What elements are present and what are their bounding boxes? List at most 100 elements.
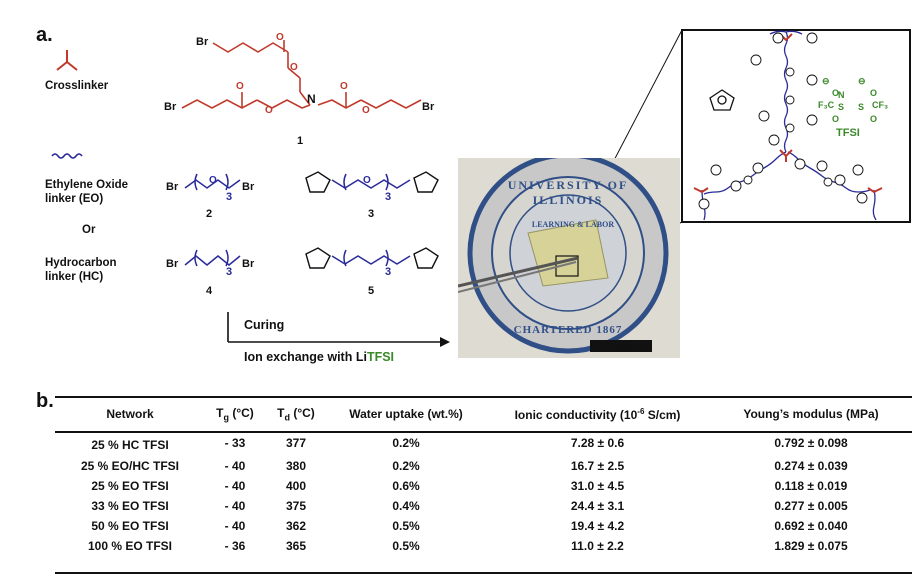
svg-text:CF₃: CF₃ [872, 100, 888, 110]
imidazolium-icon [709, 89, 735, 111]
compound-number: 1 [297, 135, 304, 147]
svg-text:O: O [363, 175, 371, 186]
cell-td: 375 [285, 499, 307, 513]
svg-text:O: O [832, 114, 839, 124]
eo-linker-label: Ethylene Oxide linker (EO) [45, 179, 129, 205]
br-label: Br [196, 36, 209, 48]
compound-number: 5 [368, 285, 375, 297]
cell-td: 362 [285, 519, 307, 533]
table-row: 50 % EO TFSI - 40 362 0.5% 19.4 ± 4.2 0.… [55, 516, 912, 536]
panel-a-label: a. [36, 24, 53, 46]
cell-youngs-modulus: 0.277 ± 0.005 [774, 499, 848, 513]
compound-number: 4 [206, 285, 213, 297]
cell-tg: - 40 [224, 519, 246, 533]
compound-3-structure [331, 173, 411, 191]
svg-text:O: O [209, 175, 217, 186]
seal-text-top: UNIVERSITY OF ILLINOIS [507, 178, 629, 207]
compound-number: 3 [368, 208, 375, 220]
hc-linker-label: Hydrocarbon linker (HC) [45, 257, 117, 283]
br-label: Br [164, 101, 177, 113]
reaction-arrow [227, 312, 450, 347]
cell-network: 25 % HC TFSI [91, 438, 169, 452]
cell-water-uptake: 0.2% [392, 436, 420, 450]
cell-ionic-conductivity: 31.0 ± 4.5 [570, 479, 625, 493]
br-label: Br [242, 181, 255, 193]
cell-td: 380 [285, 459, 307, 473]
panel-b-label: b. [36, 390, 54, 412]
table-row: 100 % EO TFSI - 36 365 0.5% 11.0 ± 2.2 1… [55, 536, 912, 556]
svg-text:N: N [838, 90, 845, 100]
cell-water-uptake: 0.6% [392, 479, 420, 493]
br-label: Br [422, 101, 435, 113]
table-bottom-rule [55, 572, 912, 574]
svg-text:N: N [307, 92, 316, 106]
compound-1-structure [181, 40, 422, 109]
repeat-subscript: 3 [385, 191, 392, 203]
svg-text:O: O [870, 88, 877, 98]
seal-text-mid: LEARNING & LABOR [531, 220, 615, 229]
cell-youngs-modulus: 1.829 ± 0.075 [774, 539, 848, 553]
cell-tg: - 40 [224, 479, 246, 493]
svg-text:O: O [290, 62, 298, 73]
table-row: 25 % HC TFSI - 33 377 0.2% 7.28 ± 0.6 0.… [55, 430, 912, 456]
cell-ionic-conductivity: 11.0 ± 2.2 [571, 539, 624, 553]
table-header-row: Network Tg (°C) Td (°C) Water uptake (wt… [55, 398, 912, 430]
properties-table: Network Tg (°C) Td (°C) Water uptake (wt… [55, 398, 912, 556]
table-header-rule [55, 431, 912, 433]
curing-label: Curing [244, 318, 285, 332]
cell-water-uptake: 0.4% [392, 499, 420, 513]
cell-youngs-modulus: 0.792 ± 0.098 [774, 436, 848, 450]
svg-text:⊖: ⊖ [858, 76, 866, 86]
tfsi-structure: ⊖ N ⊖ F₃C S S CF₃ O O O O [818, 76, 888, 124]
header-water-uptake: Water uptake (wt.%) [349, 407, 463, 421]
cell-youngs-modulus: 0.274 ± 0.039 [774, 459, 848, 473]
cell-water-uptake: 0.5% [392, 519, 420, 533]
br-label: Br [242, 258, 255, 270]
cell-network: 50 % EO TFSI [91, 519, 169, 533]
cell-ionic-conductivity: 24.4 ± 3.1 [570, 499, 625, 513]
compound-2-structure [184, 173, 241, 191]
table-row: 25 % EO/HC TFSI - 40 380 0.2% 16.7 ± 2.5… [55, 456, 912, 476]
tfsi-inset-label: TFSI [836, 127, 860, 139]
cell-ionic-conductivity: 19.4 ± 4.2 [570, 519, 625, 533]
br-label: Br [166, 258, 179, 270]
cell-youngs-modulus: 0.692 ± 0.040 [774, 519, 848, 533]
header-ionic-conductivity: Ionic conductivity (10-6 S/cm) [514, 406, 681, 422]
table-row: 25 % EO TFSI - 40 400 0.6% 31.0 ± 4.5 0.… [55, 476, 912, 496]
header-network: Network [106, 407, 154, 421]
cell-tg: - 33 [224, 436, 246, 450]
header-tg: Tg (°C) [216, 405, 254, 423]
compound-number: 2 [206, 208, 213, 220]
cell-water-uptake: 0.2% [392, 459, 420, 473]
cell-network: 25 % EO TFSI [91, 479, 169, 493]
cell-td: 365 [285, 539, 307, 553]
repeat-subscript: 3 [226, 266, 233, 278]
sample-photo: UNIVERSITY OF ILLINOIS LEARNING & LABOR … [458, 158, 680, 358]
cell-network: 100 % EO TFSI [87, 539, 173, 553]
ion-exchange-label: Ion exchange with LiTFSI [244, 350, 395, 364]
compound-1-heteroatoms: O O O O O O [236, 32, 370, 116]
table-top-rule [55, 396, 912, 398]
or-label: Or [82, 224, 96, 236]
compound-5-structure [331, 249, 411, 267]
svg-text:O: O [870, 114, 877, 124]
crosslinker-label: Crosslinker [45, 80, 109, 92]
cell-ionic-conductivity: 16.7 ± 2.5 [570, 459, 625, 473]
svg-text:F₃C: F₃C [818, 100, 835, 110]
seal-text-bottom: CHARTERED 1867 [513, 324, 623, 336]
linker-wave-icon [51, 153, 83, 159]
svg-text:S: S [858, 102, 864, 112]
cell-network: 25 % EO/HC TFSI [80, 459, 180, 473]
cell-tg: - 40 [224, 499, 246, 513]
svg-text:O: O [832, 88, 839, 98]
cell-tg: - 36 [224, 539, 246, 553]
br-label: Br [166, 181, 179, 193]
svg-text:⊖: ⊖ [822, 76, 830, 86]
svg-text:O: O [265, 105, 273, 116]
header-youngs-modulus: Young’s modulus (MPa) [743, 407, 879, 421]
repeat-subscript: 3 [226, 191, 233, 203]
svg-text:O: O [362, 105, 370, 116]
network-inset: ⊖ N ⊖ F₃C S S CF₃ O O O O [681, 29, 911, 223]
imidazole-rings-5 [305, 247, 439, 269]
crosslinker-icon [56, 50, 78, 71]
